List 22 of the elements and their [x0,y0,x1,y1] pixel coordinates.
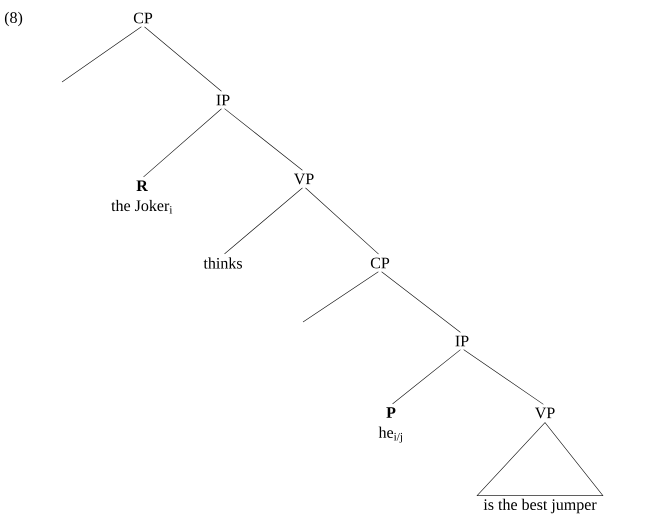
tree-label: IP [455,336,468,346]
example-number: (8) [4,12,22,26]
tree-label: R the Joker$_{i}$ [111,180,172,214]
branch-line [224,108,303,170]
branch-line [381,272,461,333]
branch-line [302,271,379,322]
branch-line [305,188,379,254]
tree-label: VP [294,174,314,184]
triangle [476,422,604,496]
branch-line [143,108,222,178]
tree-label: CP [370,258,390,268]
tree-label: P he$_{i/j}$ [378,407,402,443]
branch-line [392,349,461,404]
tree-label: CP [134,12,152,24]
branch-line [224,188,303,254]
branch-line [144,26,222,92]
tree-label: IP [216,94,230,106]
tree-label: VP [534,408,555,418]
tree-label: thinks [204,257,242,269]
branch-line [62,26,142,82]
branch-line [463,349,544,405]
tree-label: is the best jumper [484,498,597,514]
